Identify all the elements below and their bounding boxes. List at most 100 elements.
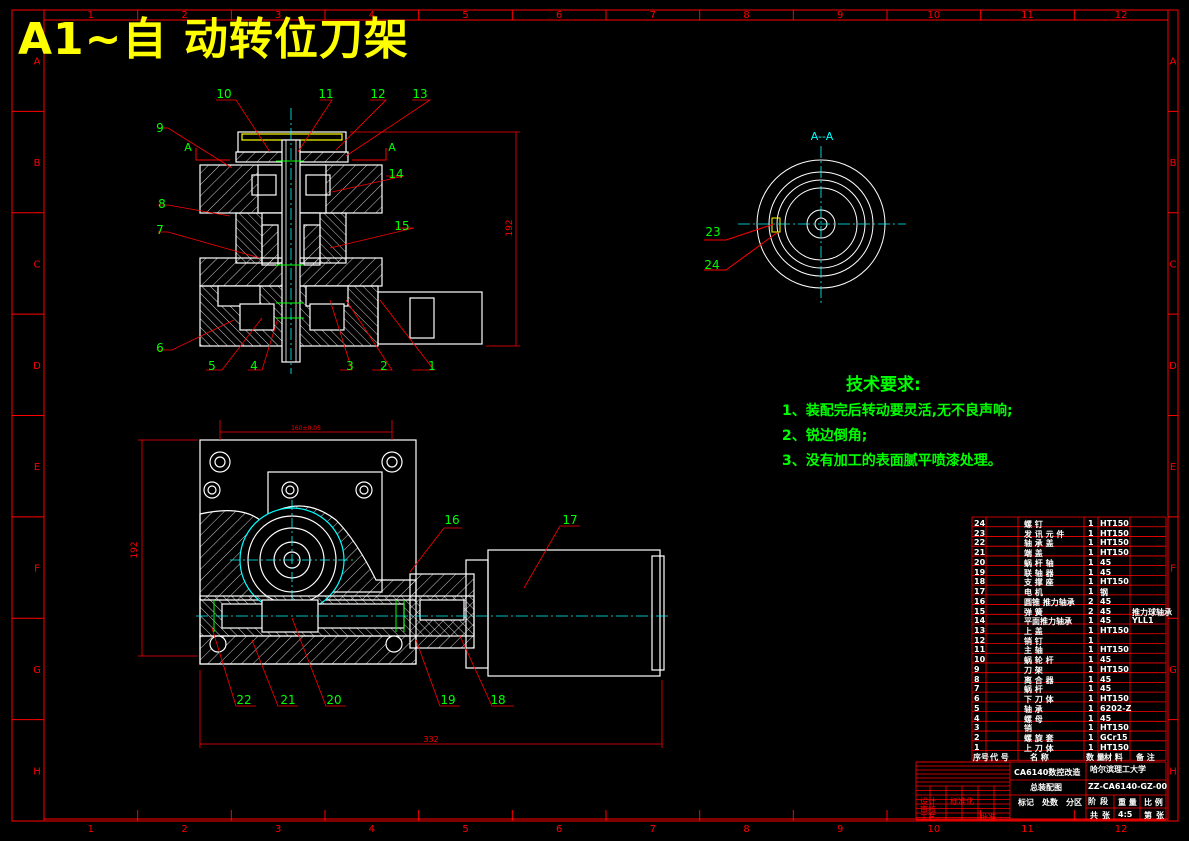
callout-label: 13 [412,87,427,101]
bom-row-name: 端 盖 [1024,549,1043,559]
bom-row-name: 螺 母 [1024,714,1043,724]
bom-row-qty: 1 [1088,713,1094,723]
callout-label: 17 [562,513,577,527]
bom-row-material: 45 [1100,674,1112,684]
bom-row-no: 16 [974,596,986,606]
bom-row-name: 支 撑 座 [1024,578,1054,588]
bom-row-name: 下 刀 体 [1024,695,1054,705]
title-block-stage: 阶 [1088,797,1096,806]
bom-row-material: 45 [1100,596,1112,606]
zone-col-label: 1 [88,10,94,21]
bom-row-material: GCr15 [1100,733,1128,743]
zone-col-label: 11 [1021,824,1034,835]
section-mark: A [184,141,192,154]
bom-row-no: 8 [974,674,980,684]
title-block-label: 批准 [980,813,996,822]
callout-label: 22 [236,693,251,707]
bom-row-name: 上 刀 体 [1024,743,1054,753]
zone-col-label: 3 [275,824,281,835]
zone-row-label: C [1170,259,1177,270]
bom-row-name: 销 [1024,724,1032,734]
bom-row-no: 9 [974,664,980,674]
zone-col-label: 4 [369,824,375,835]
zone-row-label: F [1170,564,1176,575]
bom-row-qty: 1 [1088,684,1094,694]
callout-label: 4 [250,359,258,373]
bom-row-material: 45 [1100,713,1112,723]
zone-row-label: D [1169,361,1177,372]
bom-row-material: 钢 [1100,588,1108,598]
zone-col-label: 6 [556,10,562,21]
bom-row-no: 5 [974,703,980,713]
bom-row-no: 1 [974,742,980,752]
callout-label: 18 [490,693,505,707]
bom-row-no: 4 [974,713,980,723]
title-block-label: 设计 [920,797,936,806]
bom-row-name: 主 轴 [1024,646,1043,656]
bom-row-qty: 1 [1088,528,1094,538]
bom-row-no: 23 [974,528,986,538]
bom-row-qty: 1 [1088,655,1094,665]
bom-header-cell: 名 称 [1030,752,1049,762]
bom-row-note: YLL1 [1132,616,1154,626]
bom-row-material: HT150 [1100,538,1129,548]
bottom-plan-view [138,420,670,748]
title-block-stage: 段 [1100,797,1108,806]
bom-row-name: 弹 簧 [1024,607,1043,617]
callout-label: 8 [158,197,166,211]
bom-row-material: 45 [1100,684,1112,694]
title-block-label: 工艺 [920,813,936,822]
bom-row-qty: 1 [1088,616,1094,626]
zone-row-label: B [1170,158,1177,169]
title-block-stage: 重 量 [1118,798,1137,807]
bom-row-qty: 1 [1088,742,1094,752]
bom-row-material: HT150 [1100,528,1129,538]
bom-row-material: HT150 [1100,577,1129,587]
bom-row-no: 13 [974,626,986,636]
bom-row-name: 轴 承 盖 [1024,539,1054,549]
zone-col-label: 4 [369,10,375,21]
zone-row-label: G [1169,665,1177,676]
bom-row-qty: 1 [1088,626,1094,636]
bom-row-material: 45 [1100,616,1112,626]
title-block-sheet: 第 [1144,811,1152,820]
bom-row-material: 6202-Z [1100,703,1132,713]
zone-row-label: C [34,259,41,270]
zone-col-label: 6 [556,824,562,835]
bom-row-qty: 1 [1088,733,1094,743]
bom-row-material: HT150 [1100,694,1129,704]
callout-label: 12 [370,87,385,101]
bom-row-qty: 1 [1088,519,1094,528]
bom-row-material: HT150 [1100,742,1129,752]
zone-col-label: 7 [650,824,656,835]
title-block-sheet: 共 [1090,811,1098,820]
bom-row-qty: 1 [1088,703,1094,713]
bom-row-no: 2 [974,733,980,743]
zone-col-label: 9 [837,10,843,21]
bom-row-name: 发 讯 元 件 [1024,529,1065,539]
zone-col-label: 9 [837,824,843,835]
bom-row-name: 螺 旋 套 [1024,734,1054,744]
bom-row-no: 7 [974,684,980,694]
callout-label: 5 [208,359,216,373]
zone-row-label: A [1170,57,1177,68]
zone-ticks [12,10,1178,821]
bom-row-name: 蜗 杆 轴 [1024,558,1054,568]
dimension-text: 160±0.05 [291,425,321,432]
top-section-view [195,108,520,374]
zone-col-label: 8 [743,824,749,835]
title-block-drawing-sub: 总装配图 [1030,783,1062,792]
zone-col-label: 11 [1021,10,1034,21]
zone-col-label: 5 [462,824,468,835]
zone-col-label: 7 [650,10,656,21]
callout-label: 9 [156,121,164,135]
bom-row-no: 21 [974,548,986,558]
bom-row-name: 上 盖 [1024,627,1043,637]
dimension-text: 192 [130,541,140,558]
zone-col-label: 12 [1115,10,1128,21]
callout-label: 2 [380,359,388,373]
callout-label: 11 [318,87,333,101]
bom-row-qty: 1 [1088,567,1094,577]
